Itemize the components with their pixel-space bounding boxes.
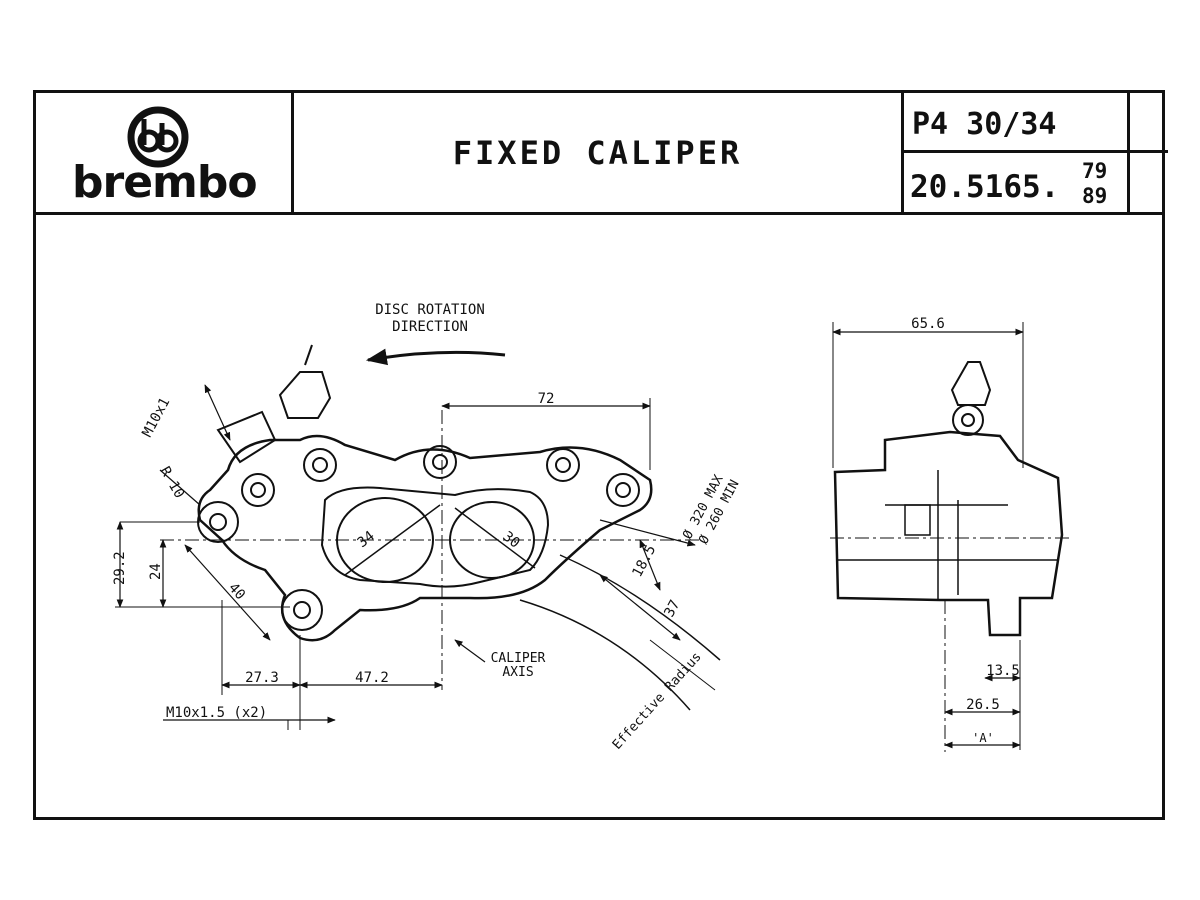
piston-diag-30 xyxy=(454,507,536,569)
side-bleed-ring xyxy=(952,404,984,436)
piston-30-label: 30 xyxy=(500,529,523,552)
mount-hole-bottom xyxy=(281,589,323,631)
inlet-thread-label: M10x1 xyxy=(139,395,173,440)
dim-13-5: 13.5 xyxy=(986,663,1020,679)
label-a: 'A' xyxy=(972,731,994,745)
mount-thread-label: M10x1.5 (x2) xyxy=(166,705,267,721)
drawing-sheet: brembo FIXED CALIPER P4 30/34 20.5165. 7… xyxy=(33,90,1168,820)
caliper-body-outline xyxy=(197,434,653,642)
side-body-outline xyxy=(833,430,1064,637)
disc-rotation-label-1: DISC ROTATION xyxy=(375,302,485,318)
title-cell: FIXED CALIPER xyxy=(294,93,904,212)
brand-name: brembo xyxy=(72,157,258,208)
dim-37: 37 xyxy=(661,597,683,619)
model-code: P4 30/34 xyxy=(912,107,1057,142)
dim-65-6: 65.6 xyxy=(911,316,945,332)
disc-rotation-label-2: DIRECTION xyxy=(392,319,468,335)
caliper-axis-label-1: CALIPER xyxy=(491,651,546,666)
side-bleed-nipple xyxy=(950,361,992,406)
logo-cell: brembo xyxy=(36,93,294,212)
brembo-logo-icon xyxy=(127,106,189,168)
front-view xyxy=(115,344,721,730)
dim-40: 40 xyxy=(225,580,248,603)
drawing-title: FIXED CALIPER xyxy=(452,133,743,172)
piston-34-label: 34 xyxy=(355,528,378,551)
disc-arc-outer xyxy=(519,599,691,711)
disc-rotation-arrow xyxy=(365,348,506,366)
dim-29-2: 29.2 xyxy=(112,551,128,585)
blank-cell-top xyxy=(1130,93,1168,153)
part-suffix-bottom: 89 xyxy=(1082,184,1108,208)
title-block: brembo FIXED CALIPER P4 30/34 20.5165. 7… xyxy=(36,93,1168,215)
dim-24: 24 xyxy=(148,563,164,580)
blank-cell xyxy=(1130,93,1168,212)
effective-radius-label: Effective Radius xyxy=(610,650,705,753)
model-cell: P4 30/34 xyxy=(904,93,1127,153)
bolts xyxy=(241,445,640,507)
bleed-nipple xyxy=(278,371,332,419)
caliper-axis-label-2: AXIS xyxy=(502,665,533,680)
dim-27-3: 27.3 xyxy=(245,670,279,686)
code-cell: P4 30/34 20.5165. 79 89 xyxy=(904,93,1130,212)
side-view xyxy=(830,322,1070,752)
radius-label: R 10 xyxy=(157,464,188,501)
dim-26-5: 26.5 xyxy=(966,697,1000,713)
side-view-labels: 65.6 13.5 26.5 'A' xyxy=(911,316,1020,745)
dim-18-5: 18.5 xyxy=(629,543,659,580)
inlet-fitting xyxy=(216,410,277,464)
part-number: 20.5165. xyxy=(910,169,1060,205)
piston-30 xyxy=(449,501,535,579)
dim-47-2: 47.2 xyxy=(355,670,389,686)
dim-72: 72 xyxy=(538,391,555,407)
part-suffix-top: 79 xyxy=(1082,159,1108,183)
